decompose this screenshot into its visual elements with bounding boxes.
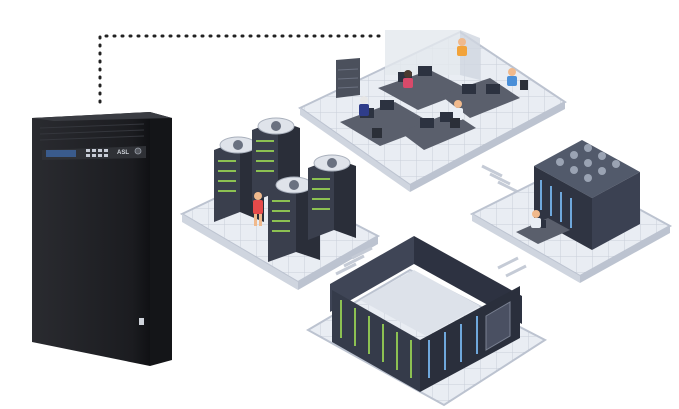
dotted-connector-line xyxy=(98,34,384,104)
office-zone xyxy=(298,30,567,192)
rack-fan-grid xyxy=(556,144,620,182)
ups-cabinet: ASL xyxy=(32,112,172,366)
server-rack-with-fan xyxy=(308,154,356,240)
containment-door xyxy=(485,301,511,351)
ups-buttons xyxy=(86,149,108,157)
ups-brand-label: ASL xyxy=(117,150,129,156)
server-cluster-zone xyxy=(469,140,673,283)
cold-aisle-containment-zone xyxy=(305,236,547,407)
server-rack-zone xyxy=(179,117,381,290)
ups-lock-icon xyxy=(139,318,144,325)
technician-figure xyxy=(253,192,263,226)
ups-power-button xyxy=(134,147,142,155)
ups-display xyxy=(46,150,76,157)
stair-connectors xyxy=(335,164,527,278)
rack-light-strips xyxy=(340,300,412,378)
office-workers xyxy=(359,38,517,120)
